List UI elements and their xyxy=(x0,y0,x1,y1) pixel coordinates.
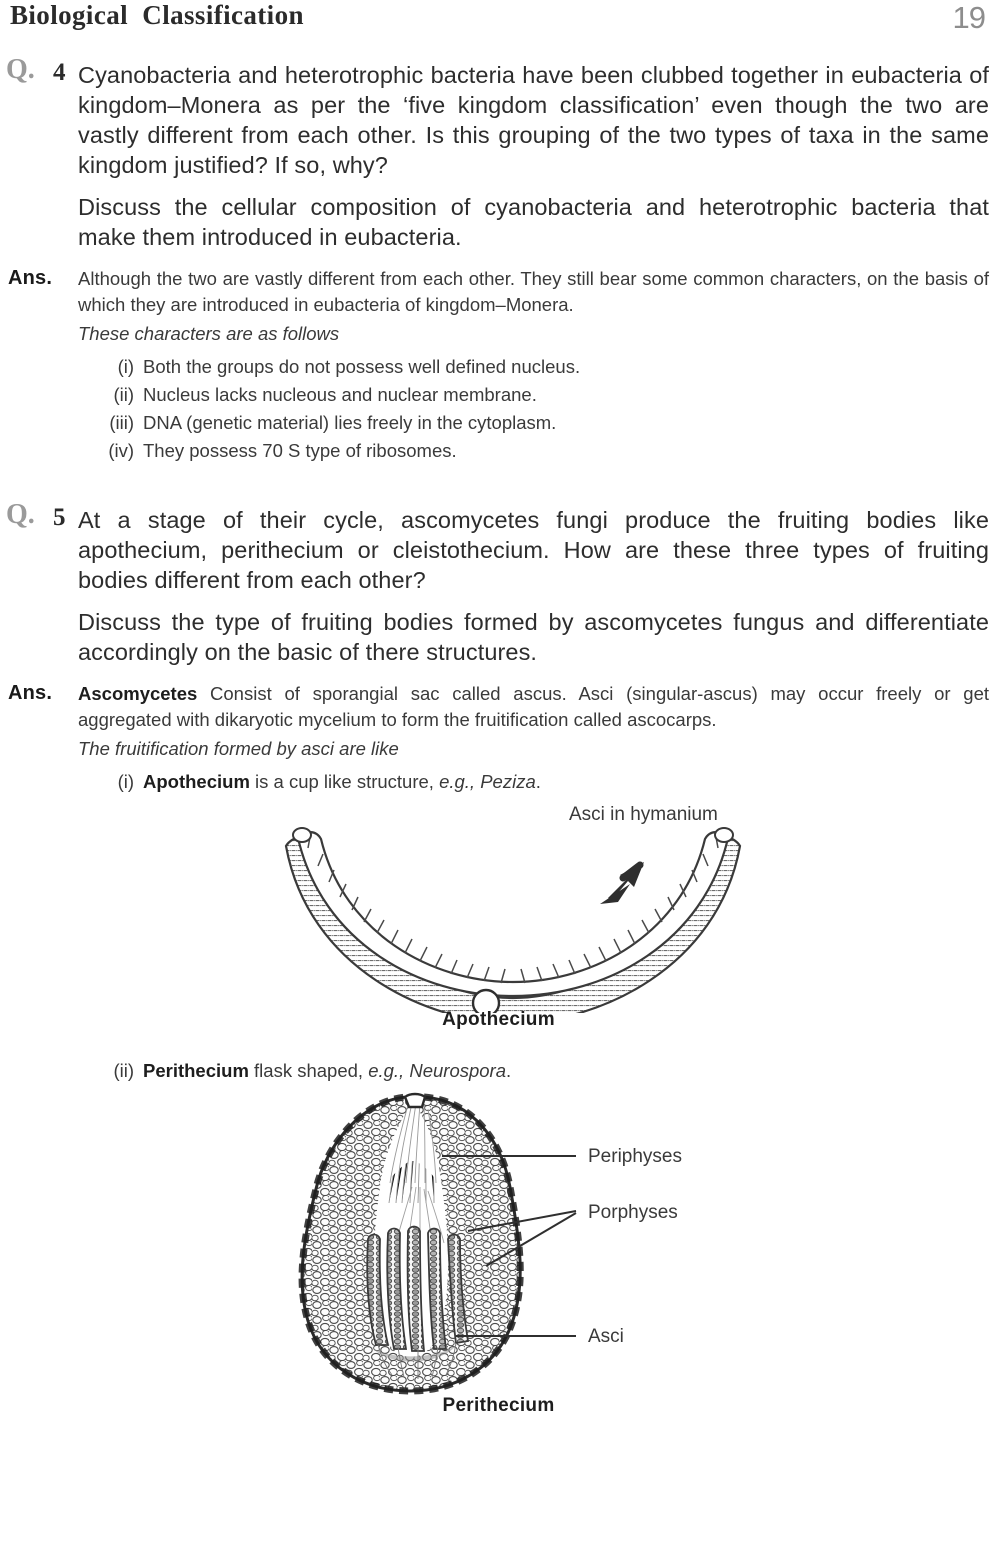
perithecium-ostiole xyxy=(403,1092,427,1109)
list-item: (iii) DNA (genetic material) lies freely… xyxy=(78,409,989,437)
apothecium-rim-right xyxy=(714,827,734,843)
answer-marker: Ans. xyxy=(8,682,53,704)
list-item: (ii) Perithecium flask shaped, e.g., Neu… xyxy=(78,1057,991,1085)
list-item-marker: (ii) xyxy=(113,384,134,405)
callout-arrow xyxy=(600,861,644,904)
species-name: Peziza xyxy=(480,771,536,792)
list-item-text: Nucleus lacks nucleous and nuclear membr… xyxy=(143,384,537,405)
page-header: Biological Classification 19 xyxy=(6,0,991,48)
ascus xyxy=(447,1233,470,1345)
perithecium-list-wrap: (ii) Perithecium flask shaped, e.g., Neu… xyxy=(78,1057,991,1085)
apothecium-base-circle xyxy=(471,988,501,1013)
figure-perithecium: Periphyses Porphyses Asci Perithecium xyxy=(6,1091,991,1421)
question-body: Cyanobacteria and heterotrophic bacteria… xyxy=(78,60,989,252)
list-item-text: They possess 70 S type of ribosomes. xyxy=(143,440,457,461)
apothecium-hymenium-layer xyxy=(296,831,730,998)
eg-lead: e.g., xyxy=(439,771,481,792)
list-item-marker: (i) xyxy=(117,771,134,792)
list-item: (iv) They possess 70 S type of ribosomes… xyxy=(78,437,989,465)
answer-italic-lead: These characters are as follows xyxy=(78,323,340,344)
apothecium-callout-label: Asci in hymanium xyxy=(569,804,718,825)
question-block-4: Q. 4 Cyanobacteria and heterotrophic bac… xyxy=(6,56,991,252)
list-item-text: Perithecium flask shaped, e.g., Neurospo… xyxy=(143,1057,511,1085)
list-item-text: Apothecium is a cup like structure, e.g.… xyxy=(143,768,541,796)
answer-body: Ascomycetes Consist of sporangial sac ca… xyxy=(78,681,989,796)
list-item-rest: flask shaped, xyxy=(248,1060,369,1081)
label-porphyses: Porphyses xyxy=(588,1202,678,1223)
eg-lead: e.g., xyxy=(368,1060,410,1081)
list-item: (ii) Nucleus lacks nucleous and nuclear … xyxy=(78,381,989,409)
base-filaments xyxy=(377,1342,457,1379)
list-item-marker: (i) xyxy=(117,356,134,377)
label-periphyses: Periphyses xyxy=(588,1146,682,1167)
list-item-text: DNA (genetic material) lies freely in th… xyxy=(143,412,557,433)
answer-italic-lead: The fruitification formed by asci are li… xyxy=(78,738,399,759)
label-leader-lines xyxy=(442,1155,577,1337)
perithecium-caption: Perithecium xyxy=(442,1395,555,1416)
term-perithecium: Perithecium xyxy=(143,1060,249,1081)
answer-body: Although the two are vastly different fr… xyxy=(78,266,989,465)
question-marker: Q. xyxy=(6,499,35,530)
question-text: Cyanobacteria and heterotrophic bacteria… xyxy=(78,62,989,178)
list-item-marker: (ii) xyxy=(113,1060,134,1081)
question-number: 5 xyxy=(53,504,66,531)
page-number: 19 xyxy=(952,0,986,35)
answer-marker: Ans. xyxy=(8,267,53,289)
question-text: At a stage of their cycle, ascomycetes f… xyxy=(78,507,989,593)
question-marker: Q. xyxy=(6,54,35,85)
list-item-tail: . xyxy=(506,1060,512,1081)
page-title: Biological Classification xyxy=(10,0,304,30)
answer-roman-list: (i) Apothecium is a cup like structure, … xyxy=(78,768,989,796)
figure-apothecium: Asci in hymanium Apothecium xyxy=(6,798,991,1043)
answer-text-rest: Consist of sporangial sac called ascus. … xyxy=(78,683,989,730)
ascus xyxy=(427,1227,448,1350)
answer-block-5: Ans. Ascomycetes Consist of sporangial s… xyxy=(6,681,991,796)
asci-palisade xyxy=(307,836,719,984)
leader-porphyses-lower xyxy=(485,1212,577,1267)
label-asci: Asci xyxy=(588,1326,624,1347)
list-item-rest: is a cup like structure, xyxy=(249,771,440,792)
apothecium-diagram-svg: Asci in hymanium xyxy=(284,804,742,1013)
apothecium-caption: Apothecium xyxy=(442,1009,555,1030)
question-number: 4 xyxy=(53,59,66,86)
list-item-marker: (iii) xyxy=(109,412,134,433)
species-name: Neurospora xyxy=(409,1060,507,1081)
leader-porphyses-upper xyxy=(467,1210,577,1232)
answer-lead-bold: Ascomycetes xyxy=(78,683,198,704)
apothecium-rim-left xyxy=(292,827,312,843)
answer-text: Although the two are vastly different fr… xyxy=(78,268,989,315)
answer-block-4: Ans. Although the two are vastly differe… xyxy=(6,266,991,465)
ascus xyxy=(406,1225,425,1352)
list-item: (i) Both the groups do not possess well … xyxy=(78,353,989,381)
periphyses-upper xyxy=(389,1102,437,1184)
list-item-marker: (iv) xyxy=(108,440,134,461)
answer-text: Ascomycetes Consist of sporangial sac ca… xyxy=(78,681,989,733)
ascus xyxy=(386,1227,408,1350)
perithecium-diagram-svg: Periphyses Porphyses Asci xyxy=(298,1092,682,1395)
asci-group xyxy=(366,1225,470,1352)
ascus xyxy=(366,1233,390,1346)
apothecium-drawing xyxy=(284,827,742,1013)
term-apothecium: Apothecium xyxy=(143,771,250,792)
question-subtext: Discuss the cellular composition of cyan… xyxy=(78,194,989,250)
question-block-5: Q. 5 At a stage of their cycle, ascomyce… xyxy=(6,501,991,667)
list-item-text: Both the groups do not possess well defi… xyxy=(143,356,581,377)
question-body: At a stage of their cycle, ascomycetes f… xyxy=(78,505,989,667)
question-subtext: Discuss the type of fruiting bodies form… xyxy=(78,609,989,665)
list-item-tail: . xyxy=(535,771,541,792)
answer-roman-list: (i) Both the groups do not possess well … xyxy=(78,353,989,465)
list-item: (i) Apothecium is a cup like structure, … xyxy=(78,768,989,796)
